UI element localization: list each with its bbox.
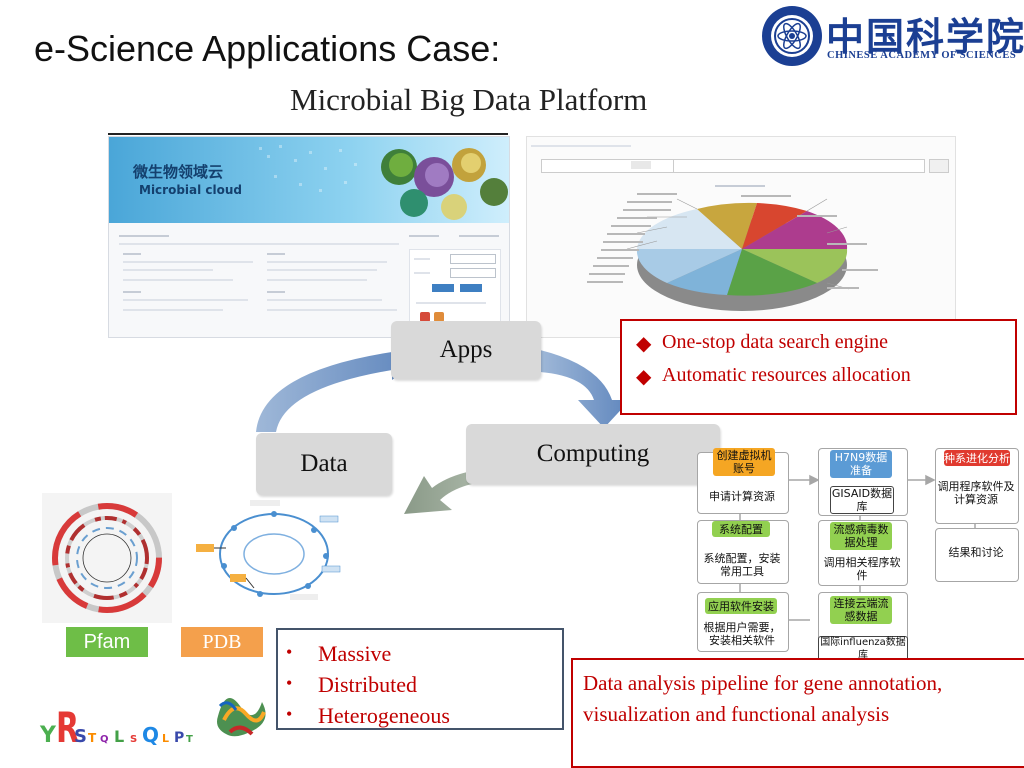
property-item-2: Distributed	[318, 672, 417, 697]
slide-title: e-Science Applications Case:	[34, 28, 501, 69]
svg-text:L: L	[162, 732, 169, 745]
svg-text:Y: Y	[39, 723, 57, 746]
pipeline-col1-header3: 应用软件安装	[705, 598, 777, 614]
portal-banner-english: Microbial cloud	[139, 183, 243, 197]
sequence-logo-image: Y R S T Q L S Q L P T	[38, 682, 200, 752]
microbial-cloud-portal-screenshot: 微生物领域云 Microbial cloud	[108, 136, 510, 338]
feature-item-2: Automatic resources allocation	[662, 364, 911, 386]
metabolic-pathway-image	[190, 496, 350, 608]
pipeline-caption: Data analysis pipeline for gene annotati…	[583, 671, 943, 726]
pipeline-col3-body2: 结果和讨论	[948, 545, 1004, 559]
title-underline	[108, 133, 508, 135]
pipeline-col3-box2	[935, 528, 1019, 582]
svg-text:L: L	[114, 727, 124, 746]
pipeline-col3-header1: 种系进化分析	[944, 450, 1010, 466]
cas-name-english: CHINESE ACADEMY OF SCIENCES	[827, 50, 1017, 61]
portal-banner	[109, 137, 509, 223]
property-item-3: Heterogeneous	[318, 703, 450, 728]
feature-item-1: One-stop data search engine	[662, 331, 889, 353]
svg-text:P: P	[174, 730, 184, 746]
properties-bullet-1: •	[286, 642, 293, 662]
cas-seal-icon	[762, 6, 822, 66]
cas-logo	[760, 4, 1010, 70]
data-node: Data	[256, 433, 392, 495]
pdb-tag: PDB	[181, 627, 263, 657]
data-properties-box: • Massive • Distributed • Heterogeneous	[276, 628, 564, 730]
pfam-tag: Pfam	[66, 627, 148, 657]
features-box: ◆ One-stop data search engine ◆ Automati…	[620, 319, 1017, 415]
computing-node: Computing	[466, 424, 720, 484]
feature-diamond-icon-2: ◆	[636, 366, 652, 388]
svg-text:T: T	[88, 731, 97, 745]
pipeline-caption-box: Data analysis pipeline for gene annotati…	[571, 658, 1024, 768]
protein-structure-image	[210, 676, 276, 746]
arrow-apps-to-computing	[540, 350, 630, 428]
portal-body	[109, 229, 509, 337]
plasmid-map-image	[42, 493, 172, 623]
slide-subtitle: Microbial Big Data Platform	[290, 82, 648, 117]
svg-text:R: R	[56, 703, 79, 746]
apps-node: Apps	[391, 321, 541, 379]
entries-pie-illustration	[587, 193, 878, 311]
data-search-engine-screenshot	[526, 136, 956, 338]
pipeline-col1-body2: 系统配置，安装常用工具	[703, 552, 781, 578]
pipeline-col2-header2: 流感病毒数据处理	[830, 522, 892, 550]
pipeline-col1-header1: 创建虚拟机账号	[713, 448, 775, 476]
cas-name-chinese: 中国科学院	[826, 14, 1024, 59]
pipeline-col1-body1: 申请计算资源	[709, 489, 775, 503]
svg-text:Q: Q	[142, 723, 159, 746]
feature-diamond-icon-1: ◆	[636, 333, 652, 355]
properties-bullet-3: •	[286, 704, 293, 724]
pipeline-col1-body3: 根据用户需要，安装相关软件	[703, 621, 781, 647]
svg-text:Q: Q	[100, 734, 109, 745]
svg-text:S: S	[130, 734, 137, 745]
property-item-1: Massive	[318, 641, 392, 666]
pipeline-col1-header2: 系统配置	[712, 521, 770, 537]
svg-text:S: S	[74, 726, 87, 746]
pipeline-col2-header1: H7N9数据准备	[830, 450, 892, 478]
properties-bullet-2: •	[286, 673, 293, 693]
pipeline-col3-body1: 调用程序软件及计算资源	[937, 480, 1015, 506]
pipeline-col2-body2: 调用相关程序软件	[823, 556, 901, 582]
pipeline-col2-body1: GISAID数据库	[830, 486, 894, 514]
portal-banner-chinese: 微生物领域云	[133, 163, 224, 181]
svg-text:T: T	[186, 734, 193, 745]
pipeline-col2-header3: 连接云端流感数据	[830, 596, 892, 624]
